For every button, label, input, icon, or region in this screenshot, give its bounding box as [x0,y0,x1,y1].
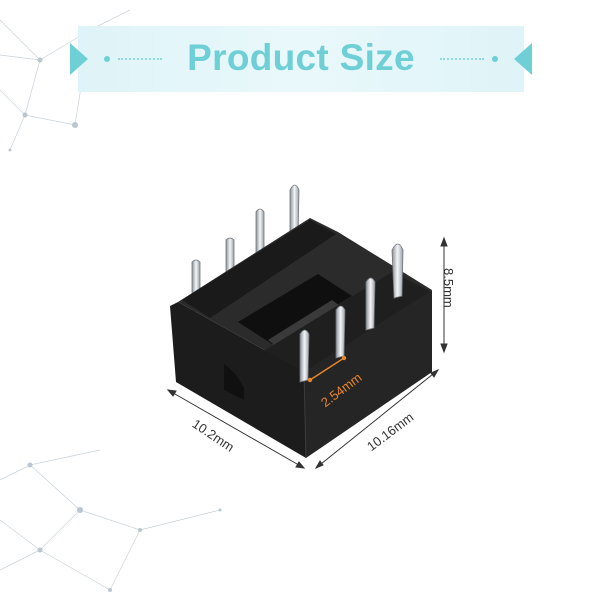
pin-pitch-marker [307,355,347,383]
socket-right-face [304,290,432,458]
title-banner: Product Size [70,26,532,92]
dimension-lines [166,236,448,470]
height-dimension-label: 8.5mm [441,268,456,308]
left-arrow-icon [70,43,88,75]
dot-icon [492,56,498,62]
front-pins [299,243,404,383]
dotted-line-left [118,58,162,60]
banner-title: Product Size [187,37,415,78]
dotted-line-right [440,58,484,60]
dot-icon [104,56,110,62]
right-arrow-icon [514,43,532,75]
